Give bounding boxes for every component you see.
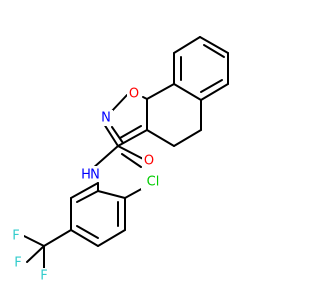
- bond: [110, 94, 128, 113]
- chlorine-label: Cl: [141, 174, 165, 190]
- amide-h-text: H: [81, 168, 91, 183]
- bond: [173, 83, 202, 101]
- bond: [173, 129, 202, 147]
- bond: [203, 44, 225, 58]
- amide-nh-label: H N: [81, 166, 100, 183]
- fluorine-text-2: F: [14, 256, 21, 271]
- bond: [91, 145, 119, 170]
- bond: [200, 83, 229, 101]
- bond: [76, 225, 99, 239]
- bond: [23, 235, 45, 247]
- bond: [117, 129, 148, 147]
- bond-layer: [23, 36, 229, 271]
- fluorine-text-1: F: [12, 229, 19, 244]
- fluorine-labels: F F F: [10, 228, 51, 284]
- bond: [70, 229, 99, 247]
- bond: [43, 229, 72, 247]
- molecule-structure-diagram: O N H N O Cl F F F: [10, 36, 229, 284]
- ring-nitrogen-text: N: [101, 111, 111, 126]
- ring-nitrogen-label: N: [99, 110, 113, 126]
- bond: [200, 79, 223, 93]
- bond: [103, 123, 119, 147]
- bond: [121, 153, 142, 168]
- chlorine-text: Cl: [147, 175, 160, 190]
- bond: [142, 96, 148, 100]
- bond: [199, 36, 229, 54]
- bond: [119, 125, 142, 139]
- bond: [26, 245, 45, 263]
- bond: [70, 182, 99, 199]
- amide-oxygen-label: O: [142, 153, 156, 169]
- bond: [146, 129, 175, 147]
- bond: [111, 126, 124, 144]
- fluorine-text-3: F: [40, 269, 47, 284]
- bond: [173, 36, 201, 54]
- bond: [97, 190, 126, 199]
- amide-n-text: N: [90, 168, 100, 183]
- bond: [97, 229, 126, 247]
- atom-label-layer: O N H N O Cl F F F: [10, 86, 165, 284]
- amide-oxygen-text: O: [144, 154, 154, 169]
- bond: [146, 83, 175, 100]
- ring-oxygen-text: O: [129, 87, 139, 102]
- ring-oxygen-label: O: [127, 86, 141, 102]
- bond: [76, 190, 99, 203]
